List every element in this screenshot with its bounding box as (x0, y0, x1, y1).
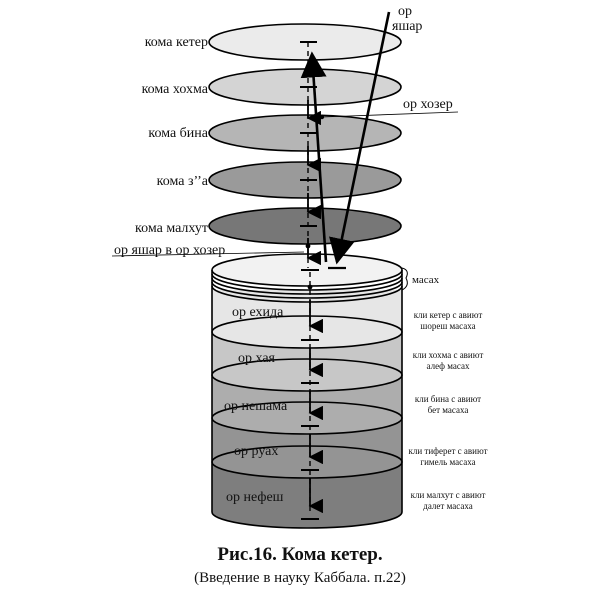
label-koma-hohma: кома хохма (142, 82, 209, 97)
or-yashar-ray (329, 11, 391, 265)
vertical-axis (300, 41, 323, 520)
caption: Рис.16. Кома кетер. (Введение в науку Ка… (194, 544, 406, 586)
note-tiferet-line2: гимель масаха (420, 457, 475, 467)
light-rays (300, 11, 391, 270)
label-koma-bina: кома бина (148, 126, 208, 141)
caption-subtitle: (Введение в науку Каббала. п.22) (194, 570, 406, 586)
labels: ор яшар ор хозер кома кетер кома хохма к… (114, 4, 488, 511)
label-koma-keter: кома кетер (145, 35, 208, 50)
label-or-ruah: ор руах (234, 444, 278, 459)
band-nefesh (212, 462, 402, 528)
axis-point-upper (305, 243, 311, 249)
note-bina-line1: кли бина с авиют (415, 394, 481, 404)
label-or-yashar-top-2: яшар (392, 19, 422, 34)
label-or-yashar-top-1: ор (398, 4, 412, 19)
note-hohma-line1: кли хохма с авиют (413, 350, 484, 360)
cylinder (211, 253, 403, 529)
leader-or-hozer (321, 111, 459, 118)
note-malhut-line2: далет масаха (423, 501, 472, 511)
label-or-yashar-v-or-hozer: ор яшар в ор хозер (114, 243, 225, 258)
label-or-neshama: ор нешама (224, 399, 288, 414)
band-yehida (212, 290, 402, 348)
masah-ring-4 (211, 285, 403, 303)
band-haya (212, 332, 402, 391)
note-keter-line2: шореш масаха (420, 321, 475, 331)
label-koma-za: кома з’’а (157, 174, 209, 189)
label-or-haya: ор хая (238, 351, 276, 366)
note-keter-line1: кли кетер с авиют (414, 310, 483, 320)
masah-ring-2 (211, 277, 403, 295)
leader-or-yashar-v-or-hozer (111, 251, 305, 257)
kome-disks (208, 23, 402, 245)
masah-brace (401, 267, 408, 291)
or-hozer-ray (300, 51, 328, 263)
note-hohma-line2: алеф масах (427, 361, 470, 371)
label-or-hozer: ор хозер (403, 97, 453, 112)
axis-point-cyl (307, 284, 313, 290)
note-tiferet-line1: кли тиферет с авиют (408, 446, 487, 456)
band-neshama (212, 375, 402, 434)
label-or-nefesh: ор нефеш (226, 490, 284, 505)
cylinder-bottom (211, 511, 403, 529)
band-ruah (212, 418, 402, 478)
label-koma-malhut: кома малхут (135, 221, 208, 236)
masah-ring-3 (211, 281, 403, 299)
note-malhut-line1: кли малхут с авиют (411, 490, 486, 500)
masah-ring-1 (211, 273, 403, 291)
leader-lines (111, 111, 459, 291)
note-bina-line2: бет масаха (428, 405, 469, 415)
label-or-yehida: ор ехида (232, 305, 284, 320)
label-masah: масах (412, 274, 440, 286)
caption-title: Рис.16. Кома кетер. (217, 544, 382, 565)
